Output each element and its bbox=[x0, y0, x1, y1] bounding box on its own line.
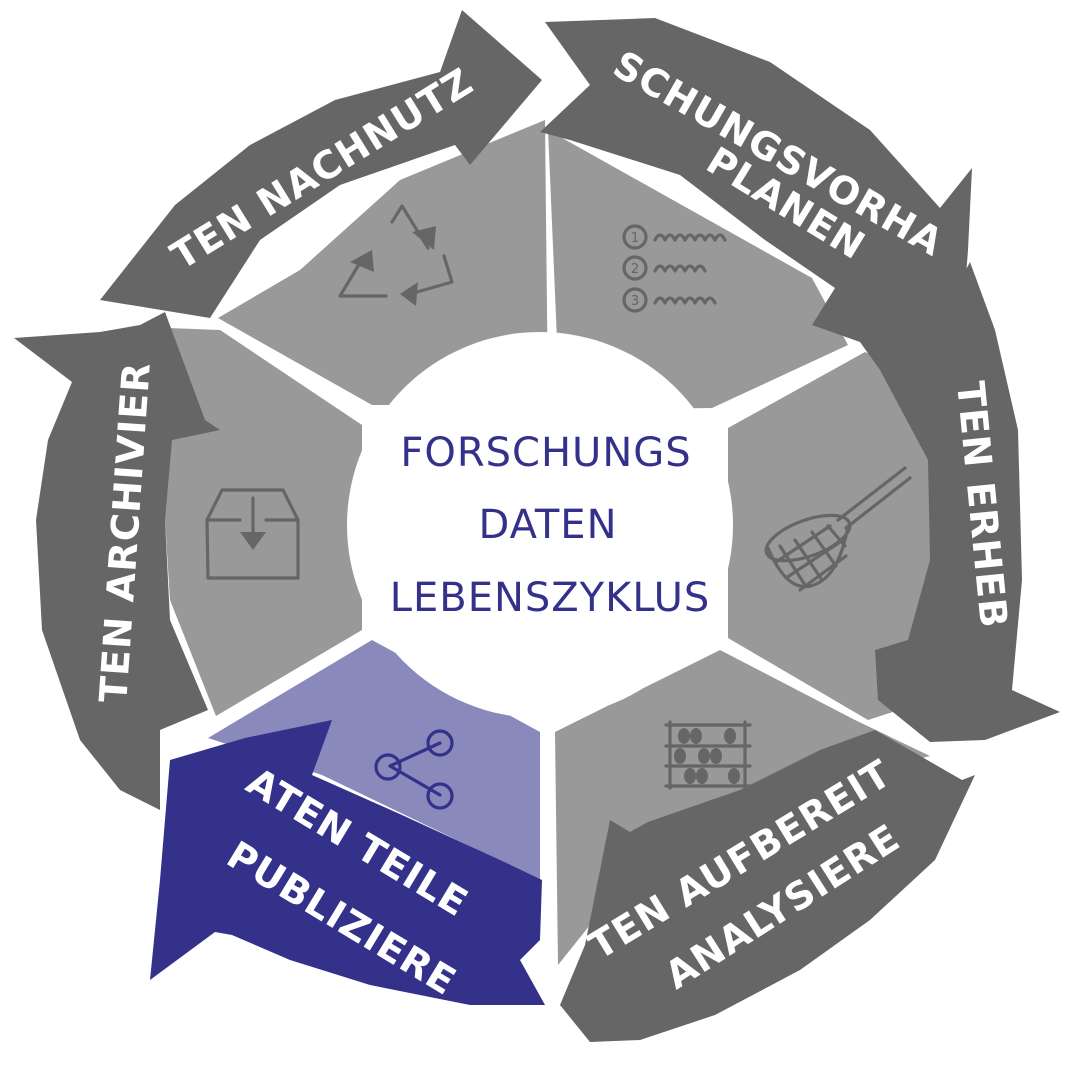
arrow-teilen bbox=[150, 720, 545, 1005]
numbered-list-icon: 1 2 3 bbox=[622, 224, 727, 313]
archive-box-icon bbox=[205, 488, 300, 580]
segment-nachnutzen bbox=[218, 120, 548, 405]
share-icon bbox=[374, 729, 454, 810]
abacus-icon bbox=[664, 720, 752, 790]
arrow-planen bbox=[540, 18, 972, 342]
landing-net-icon bbox=[764, 466, 912, 592]
arrow-nachnutzen bbox=[100, 10, 542, 318]
center-line-3: LEBENSZYKLUS bbox=[390, 575, 711, 621]
center-line-1: FORSCHUNGS bbox=[400, 430, 691, 476]
list-number-3: 3 bbox=[631, 294, 639, 309]
center-line-2: DATEN bbox=[479, 502, 618, 548]
arrows bbox=[14, 10, 1060, 1042]
arrow-archivieren bbox=[14, 312, 220, 810]
list-number-2: 2 bbox=[631, 262, 639, 277]
segment-aufbereiten bbox=[555, 650, 930, 965]
center-disk bbox=[347, 332, 733, 718]
center-title: FORSCHUNGS DATEN LEBENSZYKLUS bbox=[390, 430, 711, 621]
list-number-1: 1 bbox=[631, 231, 639, 246]
segment-teilen bbox=[208, 640, 540, 880]
arrow-aufbereiten bbox=[560, 730, 975, 1042]
segment-planen bbox=[548, 130, 848, 410]
recycle-icon bbox=[338, 204, 454, 306]
arrow-erheben bbox=[860, 262, 1060, 742]
segment-erheben bbox=[728, 352, 930, 720]
